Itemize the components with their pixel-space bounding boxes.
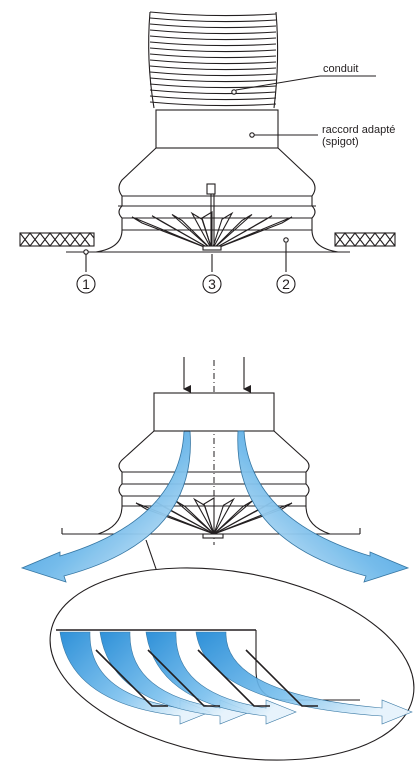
- ceiling-left: [19, 232, 95, 247]
- detail-vane: [197, 649, 270, 707]
- duct-corrugation: [149, 83, 277, 89]
- vane-blade: [213, 500, 254, 535]
- diffuser-body: [66, 147, 350, 253]
- detail-vanes: [95, 649, 318, 707]
- vane-blade: [211, 211, 234, 251]
- vane-blade: [151, 215, 213, 251]
- vane-blade: [211, 216, 293, 251]
- duct-corrugation: [149, 59, 277, 65]
- duct-corrugation: [149, 65, 277, 71]
- svg-text:1: 1: [82, 276, 90, 292]
- ceiling-right: [334, 232, 396, 247]
- conduit-callout: conduit: [231, 63, 376, 95]
- duct-corrugation: [149, 41, 277, 47]
- label-spigot: (spigot): [322, 136, 359, 148]
- label-conduit: conduit: [323, 63, 358, 75]
- duct-corrugation: [149, 29, 277, 35]
- duct-corrugation: [149, 17, 277, 23]
- duct-corrugation: [149, 35, 277, 41]
- marker-1: 1: [76, 249, 96, 294]
- airflow-diagram: [20, 357, 410, 593]
- detail-airflow-stream: [99, 631, 251, 725]
- vane-blade: [171, 214, 213, 251]
- airflow-stream-left: [20, 430, 191, 583]
- duct-corrugation: [149, 71, 277, 77]
- vane-blade: [201, 211, 213, 251]
- detail-airflow-stream: [59, 631, 211, 725]
- vane-blade: [135, 502, 215, 535]
- duct-corrugation: [149, 77, 277, 83]
- marker-3: 3: [202, 254, 222, 294]
- duct-corrugation: [149, 53, 277, 59]
- duct-corrugation: [149, 101, 277, 107]
- vane-blade: [211, 214, 253, 251]
- label-raccord: raccord adapté: [322, 124, 395, 136]
- vane-blade: [203, 497, 215, 535]
- airflow-vanes: [135, 497, 293, 535]
- duct-corrugation: [149, 23, 277, 29]
- duct-corrugation: [149, 89, 277, 95]
- svg-text:2: 2: [282, 276, 290, 292]
- diffuser-vanes: [131, 211, 293, 251]
- spigot: [155, 109, 279, 149]
- svg-text:3: 3: [208, 276, 216, 292]
- duct-corrugation: [149, 11, 277, 17]
- airflow-stream-right: [237, 430, 410, 583]
- vane-blade: [213, 497, 235, 535]
- spigot-callout: raccord adapté (spigot): [249, 124, 395, 148]
- detail-vane: [147, 649, 220, 707]
- vane-blade: [131, 216, 213, 251]
- detail-view: [49, 567, 415, 761]
- vane-blade: [213, 502, 293, 535]
- vane-blade: [211, 215, 273, 251]
- detail-vane: [95, 649, 168, 707]
- duct-corrugation: [149, 95, 277, 101]
- airflow-spigot: [153, 392, 275, 432]
- vane-blade: [174, 500, 215, 535]
- duct-corrugation: [149, 47, 277, 53]
- marker-2: 2: [276, 237, 296, 294]
- flexible-duct: [148, 11, 279, 109]
- central-adjustment-rod: [202, 183, 222, 251]
- detail-vane: [245, 649, 318, 707]
- top-diagram: conduit raccord adapté (spigot) 1 3 2: [19, 11, 396, 294]
